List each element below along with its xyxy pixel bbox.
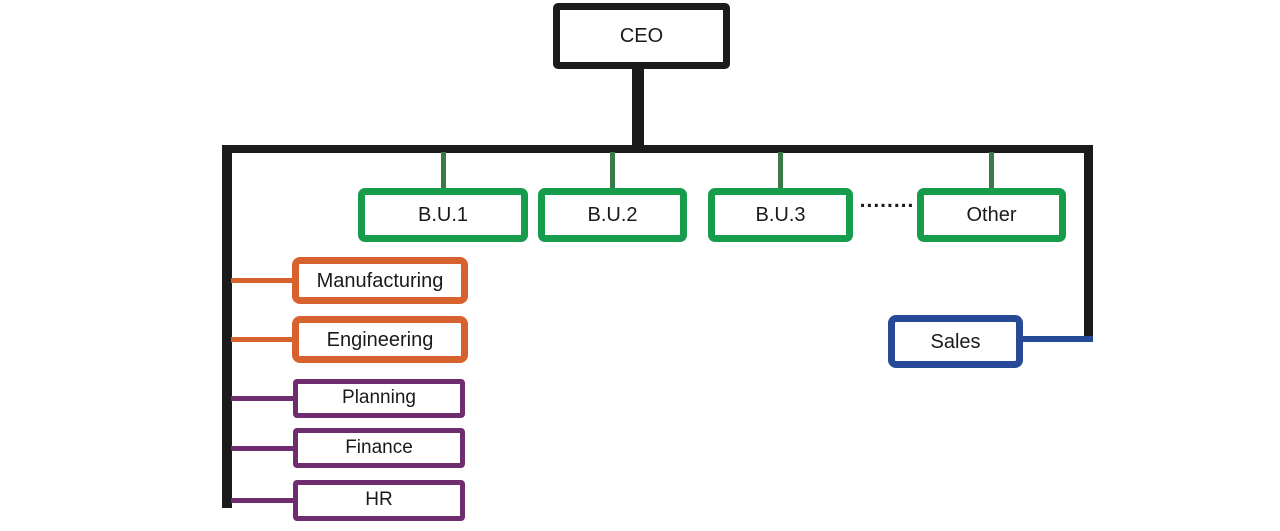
node-bu1-label: B.U.1 — [417, 204, 469, 226]
node-manufacturing-label: Manufacturing — [316, 269, 444, 292]
engineering-connector — [231, 337, 292, 342]
node-bu2: B.U.2 — [538, 188, 687, 242]
planning-connector — [231, 396, 293, 401]
node-manufacturing: Manufacturing — [292, 257, 468, 304]
manufacturing-connector — [231, 278, 292, 283]
finance-connector — [231, 446, 293, 451]
node-ceo-label: CEO — [619, 25, 664, 47]
node-other: Other — [917, 188, 1066, 242]
left-vertical-connector — [222, 145, 232, 508]
node-hr-label: HR — [365, 489, 393, 511]
right-vertical-connector — [1084, 145, 1093, 336]
node-planning-label: Planning — [342, 387, 416, 409]
other-stub-connector — [989, 152, 994, 189]
node-sales: Sales — [888, 315, 1023, 368]
ceo-stem-connector — [632, 66, 644, 153]
node-engineering: Engineering — [292, 316, 468, 363]
node-ceo: CEO — [553, 3, 730, 69]
node-bu1: B.U.1 — [358, 188, 528, 242]
node-finance-label: Finance — [345, 436, 413, 458]
node-planning: Planning — [293, 379, 465, 418]
node-sales-label: Sales — [930, 330, 981, 353]
main-horizontal-connector — [222, 145, 1093, 153]
bu3-stub-connector — [778, 152, 783, 189]
node-finance: Finance — [293, 428, 465, 468]
node-hr: HR — [293, 480, 465, 521]
bu1-stub-connector — [441, 152, 446, 189]
ellipsis-dots: ........ — [859, 189, 915, 212]
node-bu3: B.U.3 — [708, 188, 853, 242]
node-engineering-label: Engineering — [326, 328, 434, 351]
hr-connector — [231, 498, 293, 503]
node-bu2-label: B.U.2 — [587, 204, 638, 226]
bu2-stub-connector — [610, 152, 615, 189]
sales-connector — [1020, 336, 1093, 342]
node-bu3-label: B.U.3 — [755, 204, 806, 226]
node-other-label: Other — [966, 204, 1017, 226]
